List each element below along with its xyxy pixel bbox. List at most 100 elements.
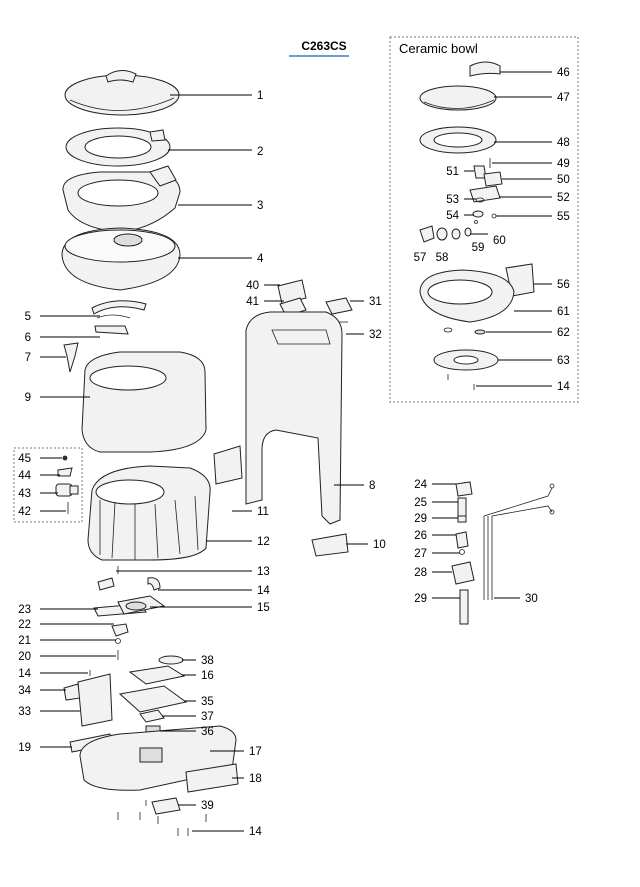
bottom-screws xyxy=(117,800,207,836)
callout-label: 10 xyxy=(373,539,386,551)
callout-label: 50 xyxy=(557,174,570,186)
part-12-lower-housing xyxy=(87,465,211,561)
part-4-bowl xyxy=(61,227,181,291)
part-9-upper-housing xyxy=(81,351,207,453)
callout-label: 48 xyxy=(557,137,570,149)
callout-label: 56 xyxy=(557,279,570,291)
part-33-panel xyxy=(77,673,113,727)
callout-label: 39 xyxy=(201,800,214,812)
part-28-pump xyxy=(451,561,475,585)
part-8-back-panel xyxy=(245,311,343,525)
part-2-seat-ring xyxy=(65,127,171,167)
callout-label: 14 xyxy=(257,585,270,597)
callout-label: 3 xyxy=(257,200,263,212)
callout-label: 43 xyxy=(18,488,31,500)
callout-label: 63 xyxy=(557,355,570,367)
part-55b-dot xyxy=(474,220,478,224)
part-26-connector xyxy=(455,531,469,549)
ceramic-bowl-box xyxy=(389,36,579,403)
valve-parts-box xyxy=(13,447,83,523)
part-61-ceramic-bowl xyxy=(419,269,515,323)
callout-label: 1 xyxy=(257,90,263,102)
callout-label: 44 xyxy=(18,470,31,482)
callout-label: 30 xyxy=(525,593,538,605)
callout-label: 20 xyxy=(18,651,31,663)
callout-label: 62 xyxy=(557,327,570,339)
part-1-seat-lid xyxy=(64,70,180,116)
callout-label: 59 xyxy=(472,242,485,254)
callout-label: 19 xyxy=(18,742,31,754)
diagram-title: C263CS xyxy=(301,39,346,53)
callout-label: 5 xyxy=(25,311,31,323)
part-29b-tube xyxy=(459,589,469,625)
ceramic-box-title: Ceramic bowl xyxy=(399,41,478,56)
callout-label: 6 xyxy=(25,332,31,344)
callout-label: 18 xyxy=(249,773,262,785)
callout-label: 12 xyxy=(257,536,270,548)
callout-label: 41 xyxy=(246,296,259,308)
callout-label: 57 xyxy=(414,252,427,264)
callout-label: 47 xyxy=(557,92,570,104)
part-11-bracket xyxy=(213,445,243,485)
callout-label: 34 xyxy=(18,685,31,697)
part-31-clip xyxy=(325,297,353,315)
callout-label: 15 xyxy=(257,602,270,614)
part-6-clip xyxy=(94,325,129,335)
part-29-tube xyxy=(457,515,467,523)
part-54-ring xyxy=(472,210,484,218)
callout-label: 40 xyxy=(246,280,259,292)
callout-label: 29 xyxy=(414,513,427,525)
callout-label: 52 xyxy=(557,192,570,204)
callout-label: 46 xyxy=(557,67,570,79)
part-63-flange xyxy=(433,349,499,371)
callout-label: 37 xyxy=(201,711,214,723)
part-25-tube xyxy=(457,497,467,517)
callout-label: 33 xyxy=(18,706,31,718)
part-22-valve xyxy=(111,623,129,637)
callout-label: 60 xyxy=(493,235,506,247)
part-37-ring xyxy=(139,709,165,723)
part-50-hinge-base xyxy=(483,171,503,187)
part-62-seal xyxy=(474,329,486,335)
callout-label: 25 xyxy=(414,497,427,509)
part-27-ring xyxy=(459,549,465,555)
part-18-end-bar xyxy=(185,763,239,793)
callout-label: 53 xyxy=(446,194,459,206)
callout-label: 4 xyxy=(257,253,264,265)
callout-label: 55 xyxy=(557,211,570,223)
callout-label: 51 xyxy=(446,166,459,178)
callout-label: 54 xyxy=(446,210,459,222)
callout-label: 58 xyxy=(436,252,449,264)
part-21-ring xyxy=(115,638,121,644)
callout-label: 13 xyxy=(257,566,270,578)
part-16-plate xyxy=(128,665,186,685)
callout-label: 49 xyxy=(557,158,570,170)
callout-label: 35 xyxy=(201,696,214,708)
part-62b-seal xyxy=(443,327,453,333)
callout-label: 26 xyxy=(414,530,427,542)
callout-label: 27 xyxy=(414,548,427,560)
callout-label: 29 xyxy=(414,593,427,605)
callout-label: 31 xyxy=(369,296,382,308)
callout-label: 32 xyxy=(369,329,382,341)
callout-label: 14 xyxy=(18,668,31,680)
callout-label: 11 xyxy=(257,506,269,518)
part-55-dot xyxy=(491,213,497,219)
part-59-ring xyxy=(451,228,461,240)
part-7-lever xyxy=(63,342,79,373)
callout-label: 23 xyxy=(18,604,31,616)
part-34-bracket xyxy=(63,683,81,701)
callout-label: 8 xyxy=(369,480,375,492)
callout-label: 7 xyxy=(25,352,31,364)
callout-label: 28 xyxy=(414,567,427,579)
callout-label: 38 xyxy=(201,655,214,667)
part-57-knob xyxy=(419,225,435,243)
callout-label: 36 xyxy=(201,726,214,738)
part-10-block xyxy=(311,533,349,557)
callout-label: 2 xyxy=(257,146,263,158)
part-38-ring xyxy=(158,655,184,665)
callout-label: 42 xyxy=(18,506,31,518)
